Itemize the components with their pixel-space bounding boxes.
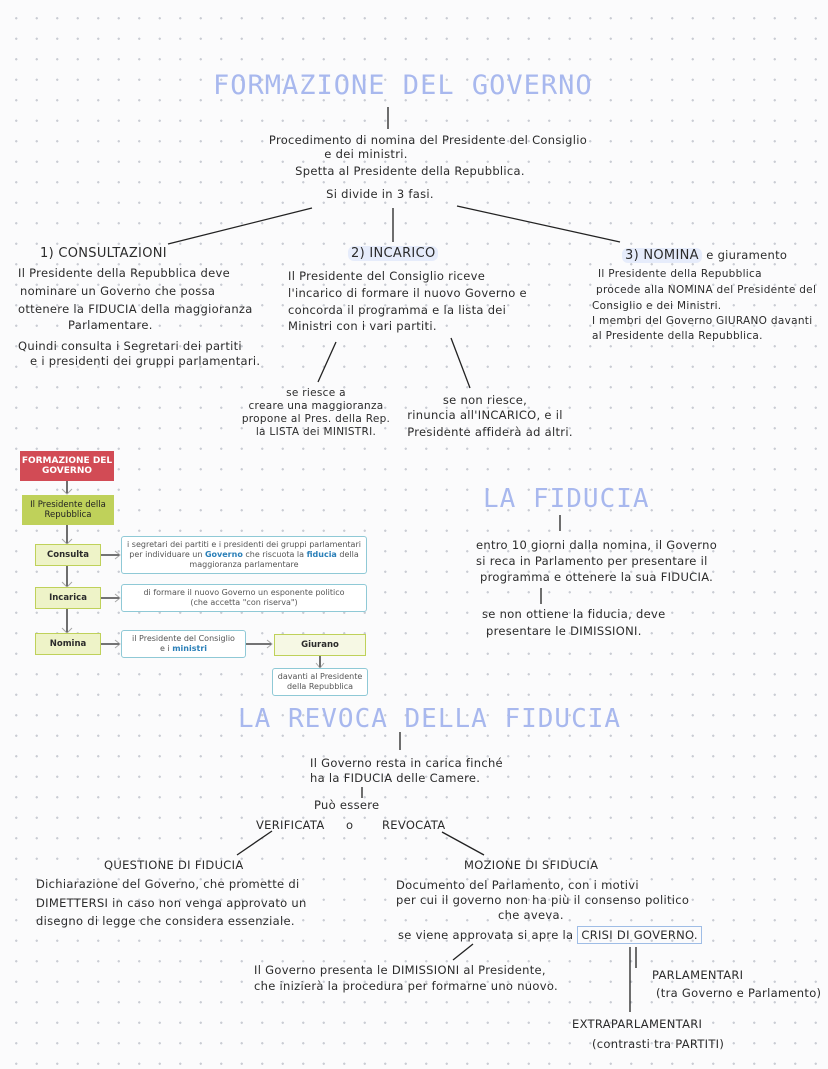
extra-heading: EXTRAPARLAMENTARI bbox=[572, 1017, 703, 1031]
phase1-line: Quindi consulta i Segretari dei partiti bbox=[18, 339, 242, 353]
desc-text: il Presidente del Consiglio bbox=[132, 634, 235, 643]
phase2-heading-text: 2) INCARICO bbox=[348, 246, 439, 261]
revoca-line: Il Governo resta in carica finché bbox=[310, 756, 503, 770]
diagram-step-consulta: Consulta bbox=[35, 544, 101, 566]
desc-keyword: ministri bbox=[172, 644, 208, 653]
fiducia-no: se non ottiene la fiducia, deve bbox=[482, 607, 666, 621]
mozione-heading: MOZIONE DI SFIDUCIA bbox=[464, 858, 599, 872]
phase3-line: Consiglio e dei Ministri. bbox=[592, 300, 722, 312]
extra-desc: (contrasti tra PARTITI) bbox=[592, 1037, 725, 1051]
parlamentari-heading: PARLAMENTARI bbox=[652, 968, 744, 982]
revoca-verificata: VERIFICATA bbox=[256, 818, 325, 832]
desc-text: che riscuota la bbox=[245, 550, 305, 559]
mozione-approvata: se viene approvata si apre la CRISI DI G… bbox=[398, 926, 702, 944]
diagram-giurano-desc: davanti al Presidente della Repubblica bbox=[272, 668, 368, 696]
questione-line: disegno di legge che considera essenzial… bbox=[36, 914, 295, 928]
questione-line: DIMETTERSI in caso non venga approvato u… bbox=[36, 896, 307, 910]
intro-line-2: e dei ministri. bbox=[324, 147, 408, 161]
phase3-line: Il Presidente della Repubblica bbox=[598, 268, 762, 280]
fiducia-line: entro 10 giorni dalla nomina, il Governo bbox=[476, 538, 718, 552]
mozione-approvata-text: se viene approvata si apre la bbox=[398, 928, 574, 942]
diagram-presidente: Il Presidente della Repubblica bbox=[22, 495, 114, 525]
parlamentari-desc: (tra Governo e Parlamento) bbox=[656, 986, 822, 1000]
phase1-line: Parlamentare. bbox=[68, 318, 153, 332]
phase2-fail: rinuncia all'INCARICO, e il bbox=[407, 408, 563, 422]
desc-text: i segretari dei partiti e i presidenti d… bbox=[127, 540, 361, 549]
questione-heading: QUESTIONE DI FIDUCIA bbox=[104, 858, 244, 872]
fiducia-line: programma e ottenere la sua FIDUCIA. bbox=[480, 570, 714, 584]
diagram-header: FORMAZIONE DEL GOVERNO bbox=[20, 451, 114, 481]
desc-text: (che accetta "con riserva") bbox=[190, 598, 298, 607]
phase2-success: propone al Pres. della Rep. bbox=[241, 413, 391, 425]
phase1-heading: 1) CONSULTAZIONI bbox=[40, 246, 167, 261]
diagram-desc-incarica: di formare il nuovo Governo un esponente… bbox=[121, 584, 367, 612]
phase2-heading: 2) INCARICO bbox=[348, 246, 439, 262]
phase2-fail: Presidente affiderà ad altri. bbox=[407, 425, 573, 439]
phase3-line: al Presidente della Repubblica. bbox=[592, 330, 763, 342]
diagram-step-nomina: Nomina bbox=[35, 633, 101, 655]
phase2-success: se riesce a bbox=[286, 387, 346, 399]
intro-line-3: Spetta al Presidente della Repubblica. bbox=[295, 164, 525, 178]
phase3-heading-suffix: e giuramento bbox=[706, 248, 788, 262]
phase2-line: Il Presidente del Consiglio riceve bbox=[288, 269, 486, 283]
intro-line-1: Procedimento di nomina del Presidente de… bbox=[268, 133, 588, 147]
dimissioni-line: Il Governo presenta le DIMISSIONI al Pre… bbox=[254, 963, 546, 977]
phase3-heading: 3) NOMINA e giuramento bbox=[622, 247, 787, 264]
revoca-revocata: REVOCATA bbox=[382, 818, 446, 832]
desc-text: maggioranza parlamentare bbox=[189, 560, 299, 569]
fiducia-title: LA FIDUCIA bbox=[483, 484, 650, 514]
mozione-line: che aveva. bbox=[498, 908, 564, 922]
desc-text: per individuare un bbox=[129, 550, 203, 559]
phase3-heading-text: 3) NOMINA bbox=[622, 248, 702, 263]
page-title: FORMAZIONE DEL GOVERNO bbox=[213, 70, 593, 101]
desc-text: della bbox=[339, 550, 359, 559]
phase1-line: nominare un Governo che possa bbox=[20, 284, 216, 298]
phase3-line: procede alla NOMINA del Presidente del bbox=[596, 284, 817, 296]
phase2-success: creare una maggioranza bbox=[248, 400, 384, 412]
mozione-line: Documento del Parlamento, con i motivi bbox=[396, 878, 639, 892]
phase1-line: e i presidenti dei gruppi parlamentari. bbox=[30, 354, 261, 368]
crisi-di-governo: CRISI DI GOVERNO. bbox=[577, 926, 702, 944]
phase2-line: Ministri con i vari partiti. bbox=[288, 319, 437, 333]
diagram-giurano: Giurano bbox=[274, 634, 366, 656]
desc-keyword: Governo bbox=[204, 550, 243, 559]
phase2-success: la LISTA dei MINISTRI. bbox=[255, 426, 377, 438]
revoca-o: o bbox=[346, 818, 354, 832]
desc-text: di formare il nuovo Governo un esponente… bbox=[143, 588, 345, 597]
revoca-title: LA REVOCA DELLA FIDUCIA bbox=[238, 704, 622, 734]
phase1-line: ottenere la FIDUCIA della maggioranza bbox=[18, 302, 253, 316]
desc-text: e i bbox=[159, 644, 170, 653]
revoca-line: ha la FIDUCIA delle Camere. bbox=[310, 771, 481, 785]
dimissioni-line: che inizierà la procedura per formarne u… bbox=[254, 979, 558, 993]
phase2-fail: se non riesce, bbox=[442, 393, 528, 407]
phase1-line: Il Presidente della Repubblica deve bbox=[18, 266, 230, 280]
fiducia-line: si reca in Parlamento per presentare il bbox=[476, 554, 708, 568]
desc-keyword: fiducia bbox=[306, 550, 337, 559]
phase2-line: concorda il programma e la lista dei bbox=[288, 303, 507, 317]
intro-line-4: Si divide in 3 fasi. bbox=[326, 187, 434, 201]
questione-line: Dichiarazione del Governo, che promette … bbox=[36, 877, 300, 891]
diagram-desc-consulta: i segretari dei partiti e i presidenti d… bbox=[121, 536, 367, 574]
diagram-desc-nomina: il Presidente del Consiglio e i ministri bbox=[121, 630, 246, 658]
phase2-line: l'incarico di formare il nuovo Governo e bbox=[288, 286, 527, 300]
fiducia-no: presentare le DIMISSIONI. bbox=[486, 624, 642, 638]
revoca-puo: Può essere bbox=[314, 798, 380, 812]
mozione-line: per cui il governo non ha più il consens… bbox=[396, 893, 690, 907]
phase3-line: I membri del Governo GIURANO davanti bbox=[592, 315, 813, 327]
diagram-step-incarica: Incarica bbox=[35, 587, 101, 609]
